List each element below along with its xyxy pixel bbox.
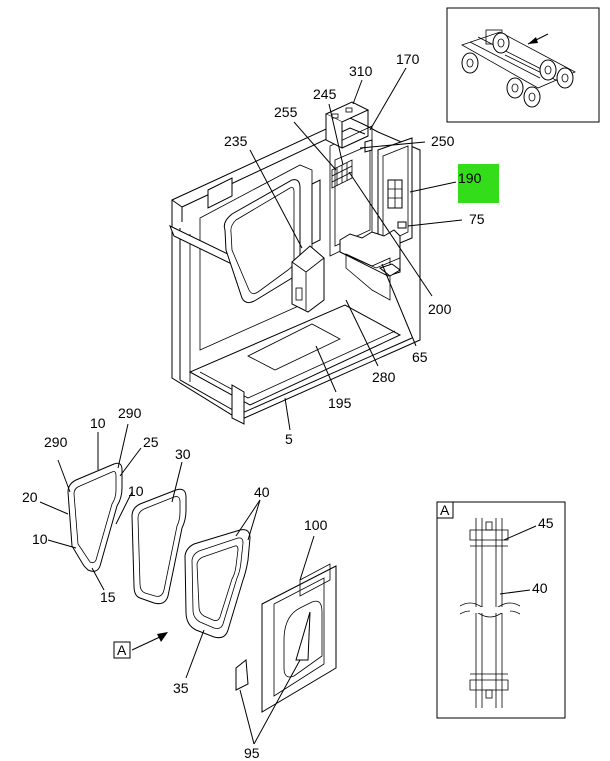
callout-95[interactable]: 95 bbox=[244, 745, 260, 761]
callout-35[interactable]: 35 bbox=[173, 680, 189, 696]
callout-40-seal[interactable]: 40 bbox=[254, 484, 270, 500]
seal-assembly bbox=[67, 462, 251, 639]
view-a-reference bbox=[113, 632, 168, 659]
callout-245[interactable]: 245 bbox=[313, 86, 337, 102]
view-a-label: A bbox=[117, 642, 127, 658]
callout-200[interactable]: 200 bbox=[428, 301, 452, 317]
callout-30[interactable]: 30 bbox=[175, 446, 191, 462]
trim-leader-lines bbox=[239, 659, 301, 745]
truck-wheels bbox=[461, 32, 574, 108]
callout-10-top[interactable]: 10 bbox=[90, 415, 106, 431]
vent-grille bbox=[331, 159, 353, 189]
callout-5[interactable]: 5 bbox=[285, 431, 293, 447]
cab-assembly bbox=[169, 101, 421, 425]
callout-25[interactable]: 25 bbox=[143, 434, 159, 450]
callout-45[interactable]: 45 bbox=[538, 515, 554, 531]
callout-255[interactable]: 255 bbox=[274, 104, 298, 120]
callout-290-top[interactable]: 290 bbox=[118, 405, 142, 421]
door-window bbox=[387, 179, 403, 209]
callout-10-right[interactable]: 10 bbox=[128, 483, 144, 499]
leader-lines bbox=[249, 67, 463, 431]
callout-235[interactable]: 235 bbox=[224, 133, 248, 149]
detail-a-box bbox=[436, 501, 566, 719]
callout-290-left[interactable]: 290 bbox=[44, 434, 68, 450]
callout-310[interactable]: 310 bbox=[349, 63, 373, 79]
callout-100[interactable]: 100 bbox=[304, 517, 328, 533]
callout-195[interactable]: 195 bbox=[328, 395, 352, 411]
callout-170[interactable]: 170 bbox=[396, 51, 420, 67]
callout-20[interactable]: 20 bbox=[22, 489, 38, 505]
trim-panels bbox=[235, 563, 337, 713]
detail-a-label: A bbox=[440, 502, 450, 518]
callout-15[interactable]: 15 bbox=[100, 589, 116, 605]
callout-10-left[interactable]: 10 bbox=[32, 531, 48, 547]
callout-labels: 310 170 245 255 250 235 190 75 200 65 28… bbox=[22, 51, 554, 761]
truck-locator-inset bbox=[446, 7, 600, 123]
callout-75[interactable]: 75 bbox=[469, 211, 485, 227]
seal-leader-lines bbox=[39, 423, 315, 679]
callout-250[interactable]: 250 bbox=[431, 133, 455, 149]
detail-leader-lines bbox=[499, 525, 537, 595]
callout-65[interactable]: 65 bbox=[412, 349, 428, 365]
callout-280[interactable]: 280 bbox=[372, 369, 396, 385]
callout-190[interactable]: 190 bbox=[458, 170, 482, 186]
part-190-highlight bbox=[458, 164, 499, 203]
callout-40-detail[interactable]: 40 bbox=[532, 580, 548, 596]
